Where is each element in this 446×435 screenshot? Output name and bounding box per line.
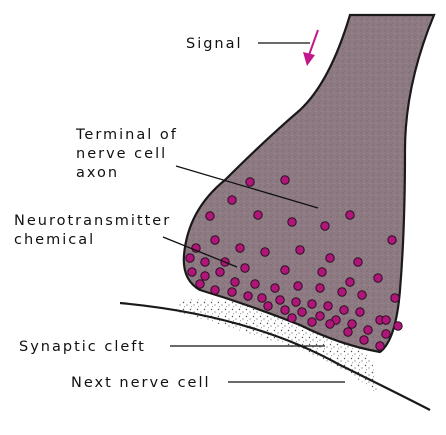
vesicle [295, 245, 305, 255]
neurotransmitter-label-line-2: chemical [14, 232, 95, 248]
vesicle [320, 221, 330, 231]
vesicle [297, 307, 307, 317]
vesicle [373, 273, 383, 283]
signal-arrow-icon [303, 29, 319, 66]
vesicle [185, 253, 195, 263]
vesicle [393, 321, 403, 331]
vesicle [345, 210, 355, 220]
vesicle [287, 313, 297, 323]
vesicle [375, 341, 385, 351]
vesicle [250, 279, 260, 289]
vesicle [325, 253, 335, 263]
vesicle [245, 177, 255, 187]
vesicle [263, 301, 273, 311]
vesicle [287, 217, 297, 227]
vesicle [280, 305, 290, 315]
terminal-leader-line [175, 165, 319, 209]
vesicle [270, 283, 280, 293]
vesicle [387, 235, 397, 245]
vesicle [280, 265, 290, 275]
vesicle [359, 335, 369, 345]
vesicle [280, 175, 290, 185]
vesicle [200, 257, 210, 267]
vesicle [337, 287, 347, 297]
vesicle [291, 297, 301, 307]
vesicle [323, 301, 333, 311]
vesicle [200, 271, 210, 281]
vesicle [381, 329, 391, 339]
vesicle [240, 263, 250, 273]
vesicle [315, 283, 325, 293]
vesicle [339, 305, 349, 315]
vesicle [227, 195, 237, 205]
vesicle [293, 281, 303, 291]
vesicle [227, 287, 237, 297]
neurotransmitter-vesicles [185, 175, 403, 351]
vesicle [363, 325, 373, 335]
vesicle [187, 267, 197, 277]
vesicle [243, 291, 253, 301]
vesicle [390, 293, 400, 303]
vesicle [205, 211, 215, 221]
terminal-label-line-1: Terminal of [75, 127, 178, 143]
vesicle [381, 315, 391, 325]
terminal-label-line-2: nerve cell [76, 146, 167, 162]
vesicle [307, 317, 317, 327]
next-nerve-cell-membrane [119, 301, 431, 411]
vesicle [257, 293, 267, 303]
vesicle [345, 277, 355, 287]
vesicle [353, 257, 363, 267]
next-nerve-cell-label: Next nerve cell [71, 375, 211, 391]
vesicle [235, 243, 245, 253]
vesicle [347, 319, 357, 329]
vesicle [343, 327, 353, 337]
vesicle [230, 277, 240, 287]
signal-label: Signal [186, 36, 243, 52]
vesicle [260, 247, 270, 257]
vesicle [357, 290, 367, 300]
vesicle [307, 299, 317, 309]
vesicle [317, 267, 327, 277]
synaptic-cleft-region [175, 299, 378, 395]
vesicle [195, 279, 205, 289]
synaptic-cleft-label: Synaptic cleft [19, 339, 146, 355]
vesicle [355, 307, 365, 317]
vesicle [275, 295, 285, 305]
vesicle [325, 319, 335, 329]
vesicle [210, 235, 220, 245]
neurotransmitter-label-line-1: Neurotransmitter [14, 213, 171, 229]
vesicle [253, 210, 263, 220]
vesicle [215, 267, 225, 277]
vesicle [315, 311, 325, 321]
vesicle [210, 285, 220, 295]
terminal-label-line-3: axon [76, 165, 119, 181]
neurotransmitter-leader-line [162, 236, 238, 268]
